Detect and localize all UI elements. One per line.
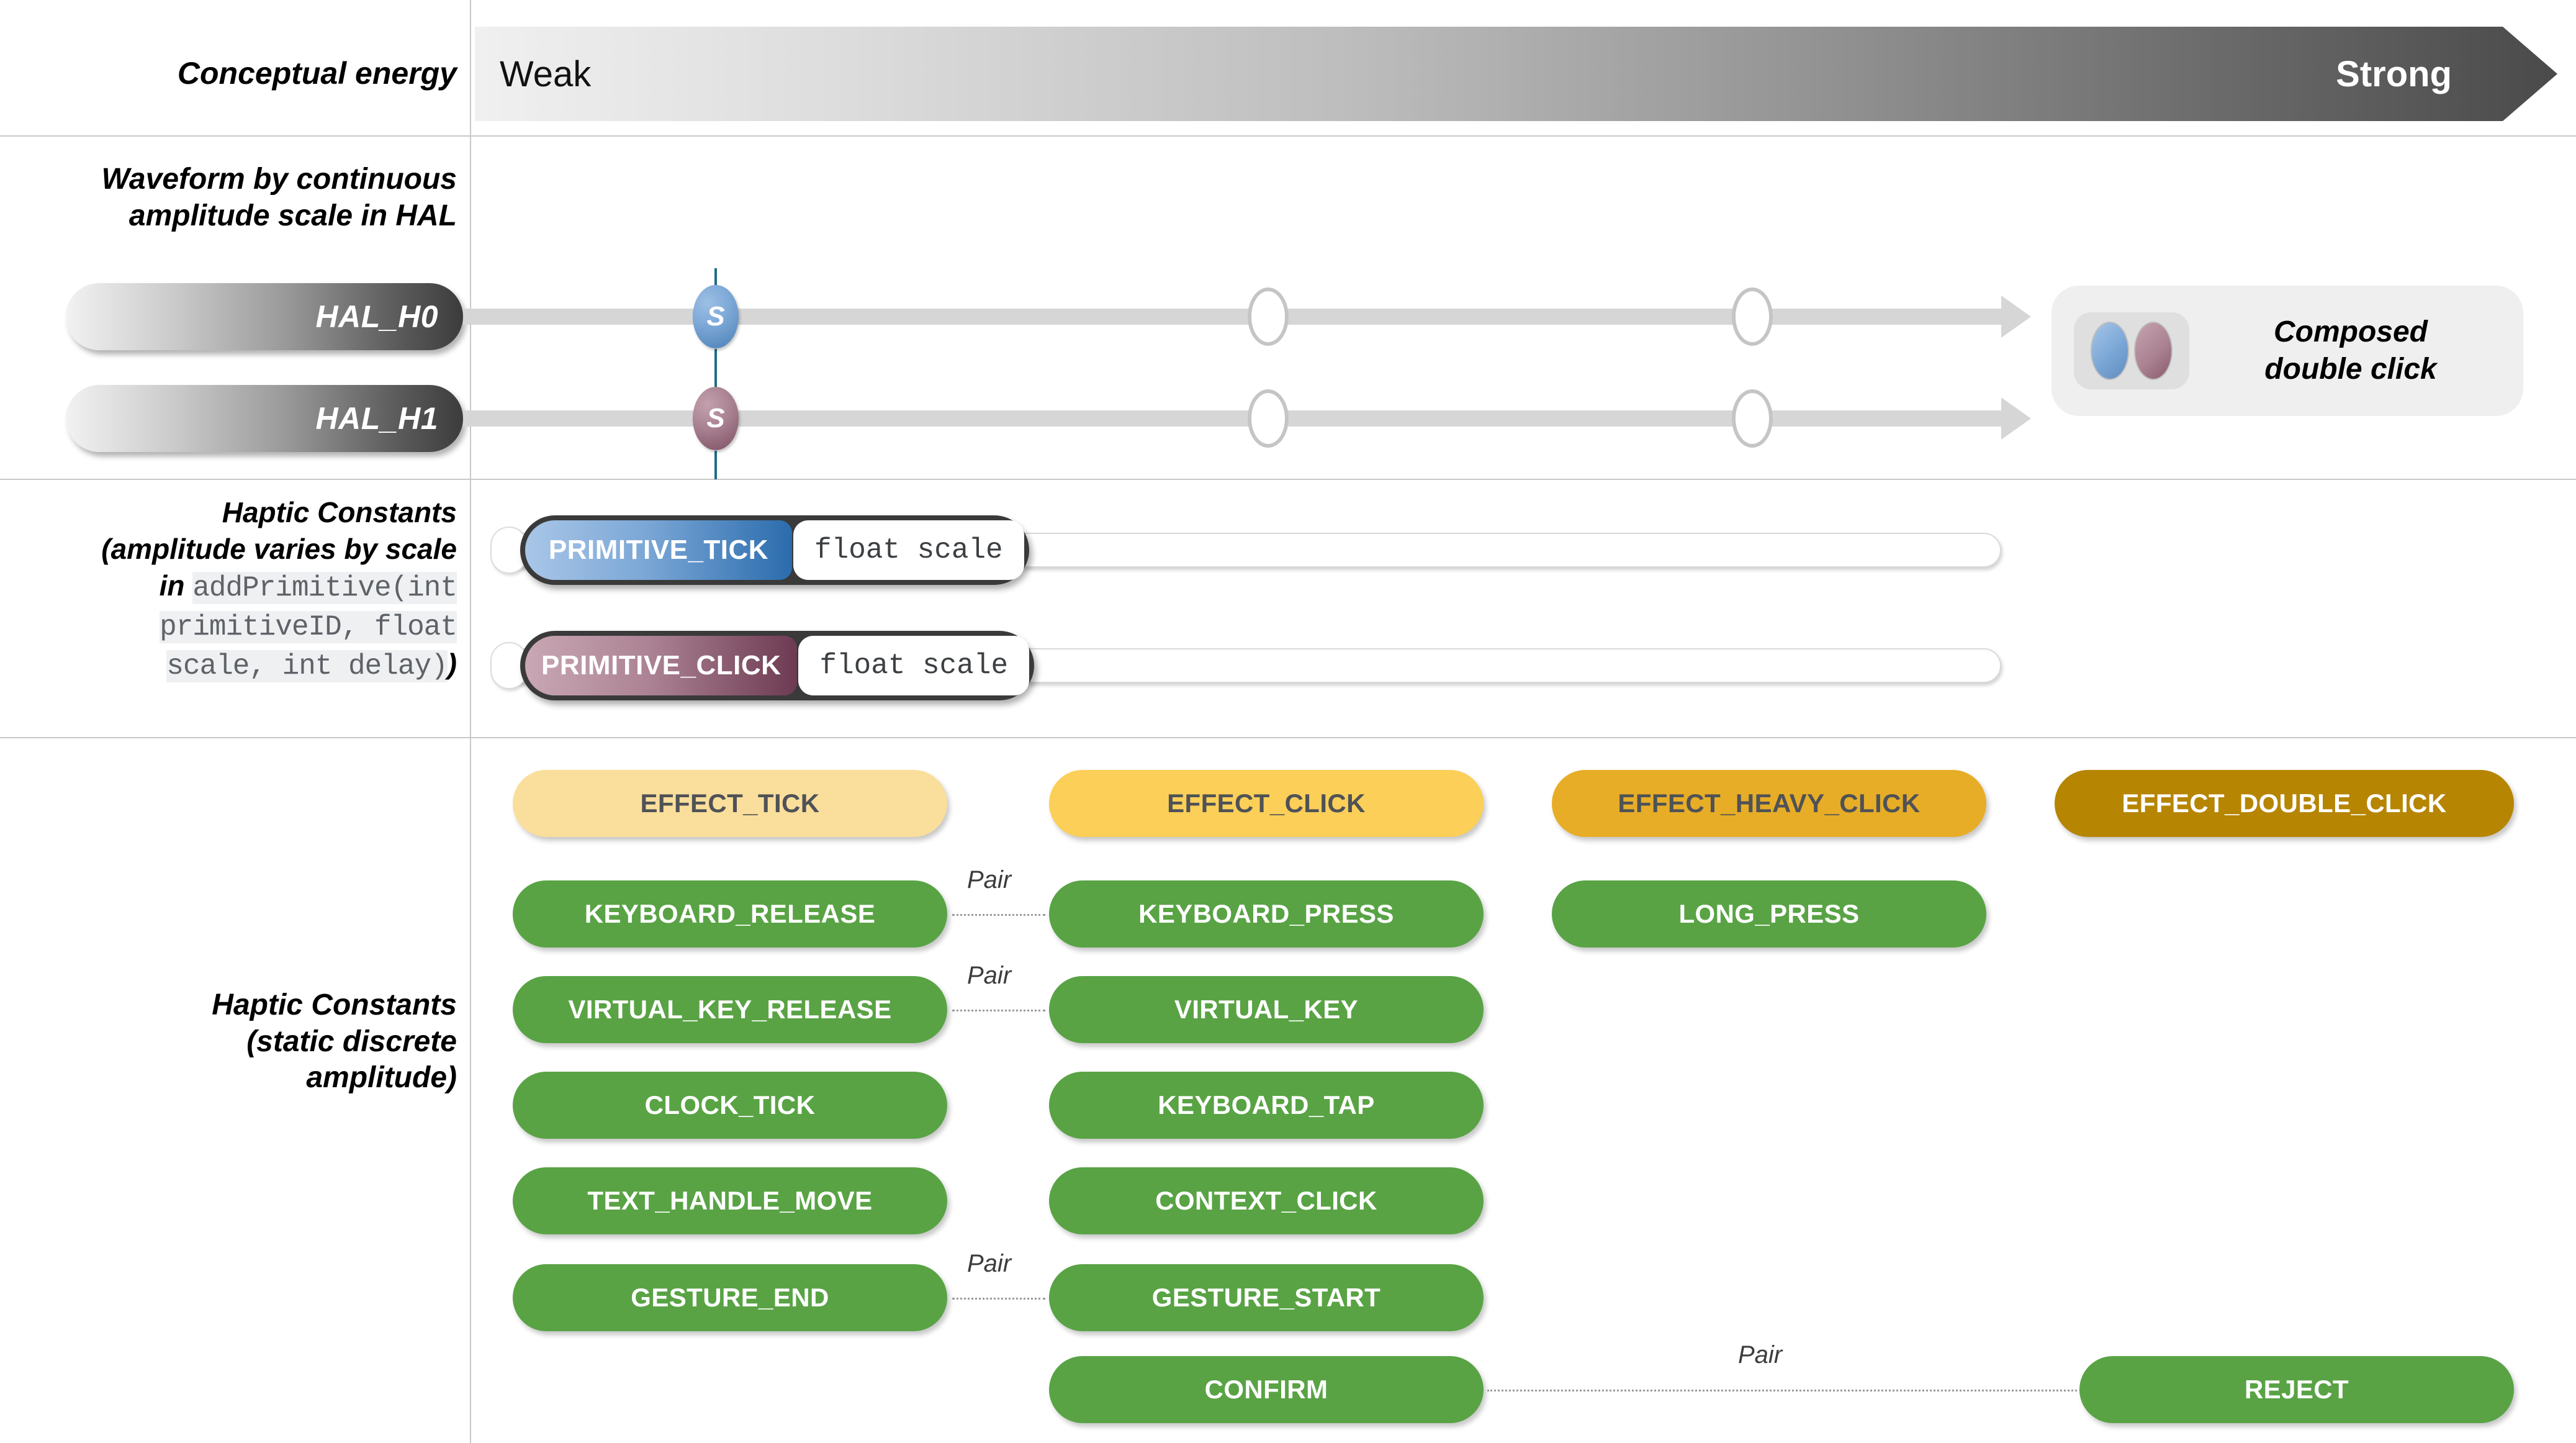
row-label-conceptual-energy: Conceptual energy [177, 56, 457, 91]
primitive-click-name: PRIMITIVE_CLICK [525, 636, 798, 695]
hal-h1-node-scale[interactable]: S [693, 387, 739, 450]
composed-dot-click-icon [2134, 322, 2173, 380]
hal-h1-guide-bottom [714, 451, 717, 479]
primitive-click-slider-knob[interactable] [490, 642, 528, 689]
pill-context-click[interactable]: CONTEXT_CLICK [1049, 1167, 1484, 1234]
pill-effect-click[interactable]: EFFECT_CLICK [1049, 770, 1484, 837]
pair-connector-confirm-reject [1487, 1390, 2077, 1391]
pair-label-gesture: Pair [967, 1250, 1012, 1277]
hal-h0-node-scale[interactable]: S [693, 285, 739, 348]
row-label-primitives-line1: Haptic Constants [222, 496, 457, 528]
hal-h0-label: HAL_H0 [315, 299, 438, 334]
pair-connector-keyboard [952, 914, 1045, 916]
primitive-tick-arg: float scale [793, 520, 1024, 580]
pill-clock-tick[interactable]: CLOCK_TICK [513, 1072, 947, 1139]
composed-double-click-icon [2074, 312, 2189, 389]
hal-h1-label: HAL_H1 [315, 401, 438, 436]
pair-label-keyboard: Pair [967, 866, 1012, 893]
pill-gesture-start[interactable]: GESTURE_START [1049, 1264, 1484, 1331]
pair-connector-gesture [952, 1298, 1045, 1300]
pair-connector-virtual-key [952, 1010, 1045, 1011]
primitive-click-pill[interactable]: PRIMITIVE_CLICK float scale [520, 631, 1035, 700]
row-label-primitives-line2: (amplitude varies by scale [101, 532, 457, 565]
divider-label-column [470, 0, 471, 1443]
pill-keyboard-release[interactable]: KEYBOARD_RELEASE [513, 880, 947, 948]
row-label-constants-line3: amplitude) [306, 1061, 457, 1095]
divider-row2 [0, 479, 2576, 480]
hal-h1-node-mid[interactable] [1248, 389, 1289, 448]
row-label-waveform-line2: amplitude scale in HAL [128, 199, 457, 232]
hal-h0-node-mid[interactable] [1248, 287, 1289, 346]
divider-row3 [0, 737, 2576, 738]
pill-effect-tick[interactable]: EFFECT_TICK [513, 770, 947, 837]
hal-h0-node-scale-label: S [706, 301, 725, 332]
row-label-primitives: Haptic Constants (amplitude varies by sc… [0, 494, 457, 684]
divider-row1 [0, 135, 2576, 137]
energy-weak-label: Weak [500, 53, 592, 94]
row-label-constants: Haptic Constants (static discrete amplit… [0, 987, 457, 1097]
row-label-waveform-line1: Waveform by continuous [101, 163, 457, 196]
row-label-primitives-code2: primitiveID, float [160, 610, 457, 643]
hal-h0-chip[interactable]: HAL_H0 [66, 283, 463, 350]
hal-h1-node-high[interactable] [1732, 389, 1773, 448]
pill-confirm[interactable]: CONFIRM [1049, 1356, 1484, 1423]
hal-h1-chip[interactable]: HAL_H1 [66, 385, 463, 452]
pill-text-handle-move[interactable]: TEXT_HANDLE_MOVE [513, 1167, 947, 1234]
pill-reject[interactable]: REJECT [2079, 1356, 2514, 1423]
composed-double-click-label: Composed double click [2189, 314, 2523, 388]
pill-effect-heavy-click[interactable]: EFFECT_HEAVY_CLICK [1552, 770, 1986, 837]
composed-label-line2: double click [2264, 353, 2437, 386]
row-label-primitives-code3: scale, int delay) [166, 649, 448, 682]
pair-label-confirm-reject: Pair [1738, 1341, 1783, 1368]
pair-label-virtual-key: Pair [967, 962, 1012, 989]
row-label-constants-line1: Haptic Constants [212, 988, 457, 1021]
row-label-primitives-code1: addPrimitive(int [192, 571, 457, 604]
row-label-primitives-close: ) [447, 647, 457, 680]
primitive-tick-pill[interactable]: PRIMITIVE_TICK float scale [520, 515, 1029, 585]
hal-h1-guide-top [714, 374, 717, 390]
pill-gesture-end[interactable]: GESTURE_END [513, 1264, 947, 1331]
composed-label-line1: Composed [2273, 315, 2428, 348]
hal-h0-node-high[interactable] [1732, 287, 1773, 346]
pill-keyboard-tap[interactable]: KEYBOARD_TAP [1049, 1072, 1484, 1139]
pill-keyboard-press[interactable]: KEYBOARD_PRESS [1049, 880, 1484, 948]
pill-effect-double-click[interactable]: EFFECT_DOUBLE_CLICK [2055, 770, 2514, 837]
pill-virtual-key[interactable]: VIRTUAL_KEY [1049, 976, 1484, 1043]
row-label-constants-line2: (static discrete [246, 1025, 457, 1058]
row-label-primitives-in: in [159, 569, 193, 602]
primitive-tick-name: PRIMITIVE_TICK [525, 520, 792, 580]
composed-double-click-card[interactable]: Composed double click [2051, 286, 2523, 416]
hal-h1-node-scale-label: S [706, 403, 725, 433]
pill-virtual-key-release[interactable]: VIRTUAL_KEY_RELEASE [513, 976, 947, 1043]
primitive-click-arg: float scale [798, 636, 1030, 695]
conceptual-energy-arrow: Weak Strong [475, 27, 2557, 121]
composed-dot-tick-icon [2091, 322, 2129, 380]
energy-strong-label: Strong [2336, 53, 2452, 94]
hal-h0-track-arrowhead [2001, 296, 2031, 338]
row-label-waveform: Waveform by continuous amplitude scale i… [0, 161, 457, 234]
pill-long-press[interactable]: LONG_PRESS [1552, 880, 1986, 948]
hal-h1-track-arrowhead [2001, 397, 2031, 440]
